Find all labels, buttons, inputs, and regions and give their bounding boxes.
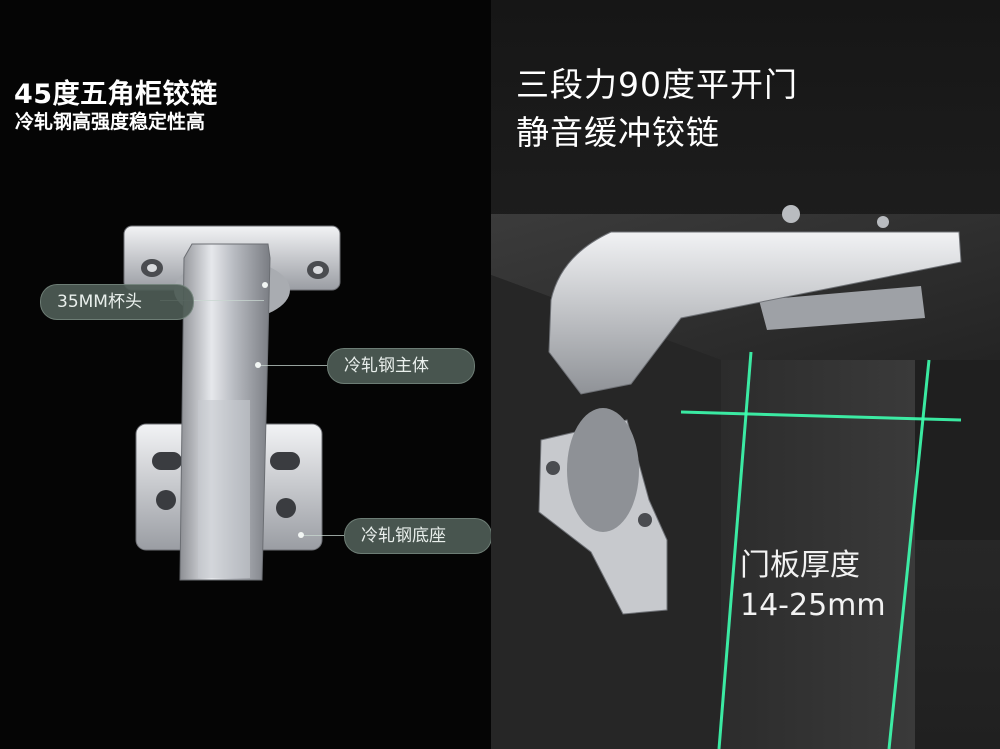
hinge-front-view-image (123, 225, 341, 581)
feature-title-line-2: 静音缓冲铰链 (516, 113, 720, 152)
product-title: 45度五角柜铰链 (14, 79, 218, 110)
door-thickness-range: 14-25mm (740, 588, 886, 623)
base-pointer-dot (298, 532, 304, 538)
right-product-panel: 三段力90度平开门 静音缓冲铰链 门板厚度 14-25mm (491, 0, 1000, 749)
base-callout-label: 冷轧钢底座 (344, 518, 491, 554)
cup-callout-label: 35MM杯头 (40, 284, 194, 320)
door-thickness-label: 门板厚度 14-25mm (740, 546, 886, 626)
door-thickness-caption: 门板厚度 (740, 548, 860, 583)
hinge-installed-view-image (491, 205, 1000, 749)
feature-title-line-1: 三段力90度平开门 (516, 65, 798, 104)
cup-leader-line (160, 300, 264, 301)
cup-pointer-dot (262, 282, 268, 288)
product-subtitle: 冷轧钢高强度稳定性高 (15, 111, 206, 133)
body-leader-line (258, 365, 327, 366)
body-callout-label: 冷轧钢主体 (327, 348, 475, 384)
base-leader-line (300, 535, 344, 536)
body-pointer-dot (255, 362, 261, 368)
left-product-panel: 45度五角柜铰链 冷轧钢高强度稳定性高 35MM杯头 冷轧钢主体 冷轧钢底座 (0, 0, 491, 749)
